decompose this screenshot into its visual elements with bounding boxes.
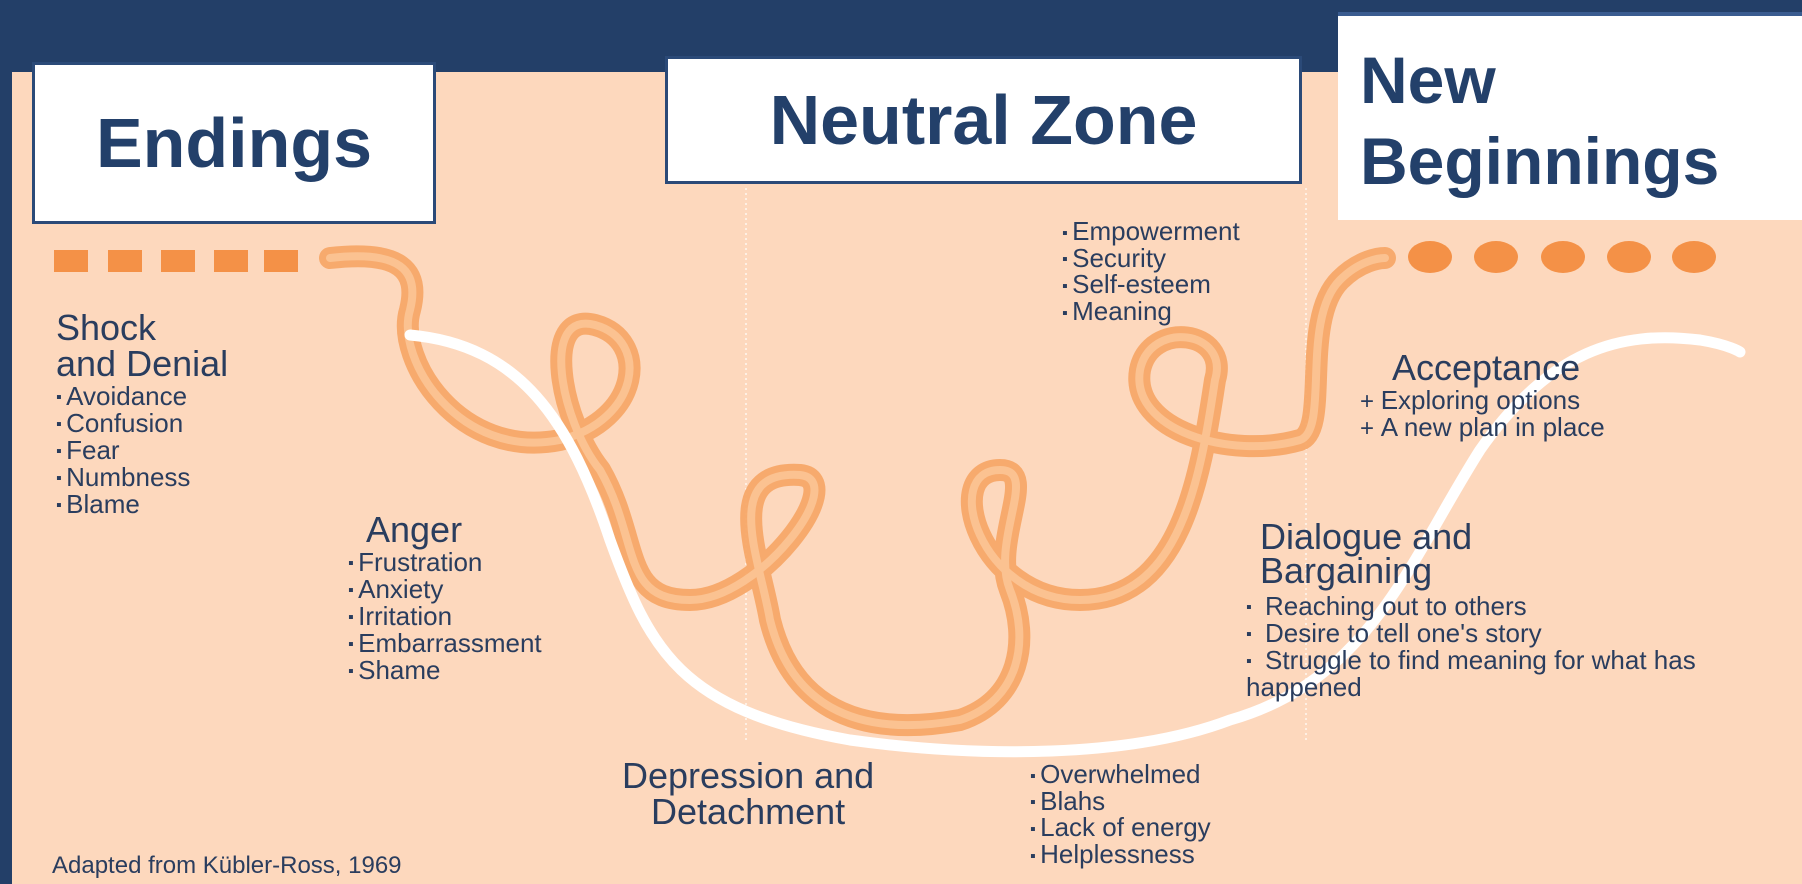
list-item: Frustration (348, 550, 542, 577)
list-item: Exploring options (1360, 388, 1605, 415)
header-endings-text: Endings (96, 103, 372, 183)
list-item: Meaning (1062, 299, 1240, 326)
list-item: Confusion (56, 411, 228, 438)
list-item: Desire to tell one's story (1246, 621, 1786, 648)
list-item: Struggle to find meaning for what has ha… (1246, 648, 1786, 700)
list-item: Overwhelmed (1030, 762, 1211, 789)
stage-dialogue-bargaining: Dialogue and Bargaining Reaching out to … (1246, 520, 1786, 700)
stage-title: Depression and Detachment (622, 758, 874, 830)
list-item: Blame (56, 492, 228, 519)
list-item: Blahs (1030, 789, 1211, 816)
stage-title: Dialogue and Bargaining (1246, 520, 1786, 588)
list-item: Shame (348, 658, 542, 685)
list-item: Fear (56, 438, 228, 465)
depression-list: Overwhelmed Blahs Lack of energy Helples… (1030, 760, 1211, 869)
header-new-beginnings-text: New Beginnings (1360, 43, 1719, 198)
list-item: Reaching out to others (1246, 594, 1786, 621)
list-item: Irritation (348, 604, 542, 631)
square-marker-icon (54, 250, 298, 272)
stage-title: Anger (348, 512, 542, 548)
stage-acceptance: Acceptance Exploring options A new plan … (1360, 350, 1605, 442)
list-item: Lack of energy (1030, 815, 1211, 842)
stage-anger: Anger Frustration Anxiety Irritation Emb… (348, 512, 542, 684)
list-item: Numbness (56, 465, 228, 492)
stage-shock-denial: Shock and Denial Avoidance Confusion Fea… (56, 310, 228, 518)
stage-title: Shock and Denial (56, 310, 228, 382)
header-neutral-zone: Neutral Zone (665, 56, 1302, 184)
circle-marker-icon (1408, 241, 1716, 273)
list-item: Empowerment (1062, 219, 1240, 246)
list-item: Security (1062, 246, 1240, 273)
list-item: Anxiety (348, 577, 542, 604)
list-item: Helplessness (1030, 842, 1211, 869)
list-item: A new plan in place (1360, 415, 1605, 442)
header-new-beginnings: New Beginnings (1338, 12, 1802, 220)
header-endings: Endings (32, 62, 436, 224)
stage-depression: Depression and Detachment (622, 758, 874, 830)
stage-title: Acceptance (1360, 350, 1605, 386)
list-item: Embarrassment (348, 631, 542, 658)
new-beginnings-list: Empowerment Security Self-esteem Meaning (1062, 217, 1240, 326)
header-neutral-zone-text: Neutral Zone (770, 80, 1198, 160)
list-item: Self-esteem (1062, 272, 1240, 299)
list-item: Avoidance (56, 384, 228, 411)
citation: Adapted from Kübler-Ross, 1969 (52, 852, 402, 880)
